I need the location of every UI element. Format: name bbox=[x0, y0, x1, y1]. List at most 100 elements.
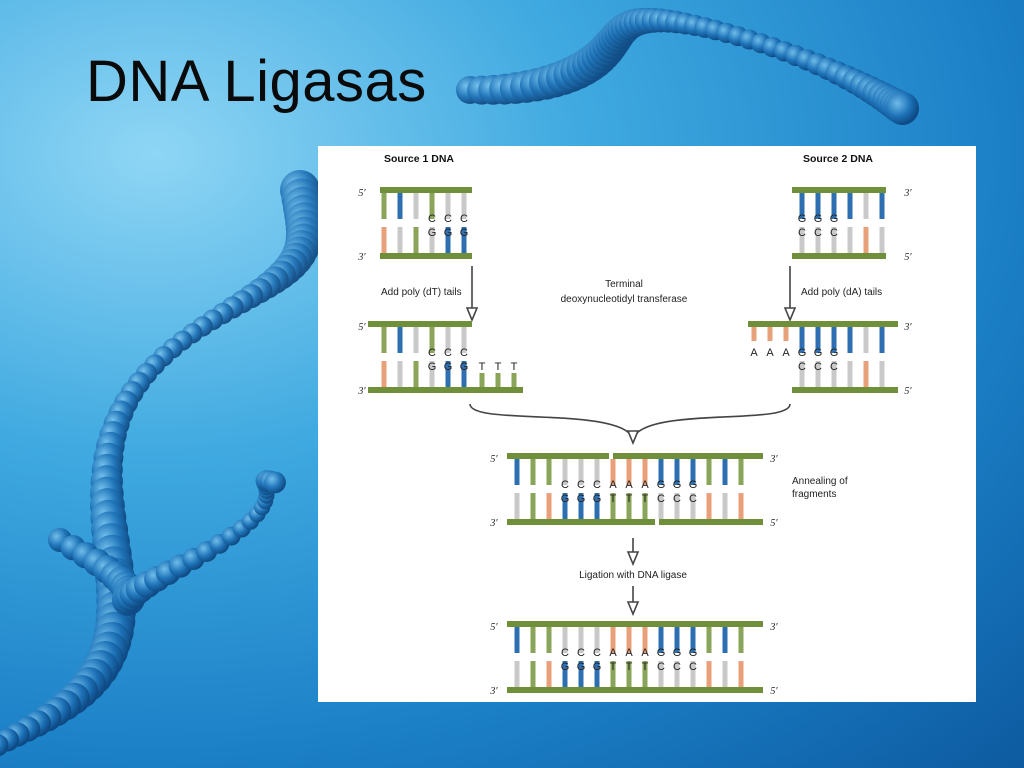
helix-bead bbox=[83, 548, 111, 577]
strand-end-label: 5′ bbox=[358, 322, 366, 333]
top-backbone bbox=[792, 187, 886, 193]
base-letter-bottom: T bbox=[642, 661, 649, 673]
base-bar-top bbox=[578, 627, 584, 653]
helix-bead bbox=[112, 583, 145, 616]
helix-bead bbox=[96, 431, 125, 461]
base-letter-top: A bbox=[625, 479, 633, 491]
dna-ligase-figure: Source 1 DNA Source 2 DNA Terminal deoxy… bbox=[318, 146, 976, 702]
strand-end-label: 3′ bbox=[357, 252, 366, 263]
helix-bead bbox=[478, 74, 509, 105]
base-letter-top: C bbox=[577, 479, 585, 491]
base-bar-top bbox=[397, 193, 403, 219]
base-bar-bottom bbox=[514, 493, 520, 519]
base-letter-top: C bbox=[593, 479, 601, 491]
helix-bead bbox=[60, 535, 86, 561]
helix-bead bbox=[604, 16, 637, 49]
arrow-merge-left bbox=[469, 403, 634, 439]
base-bar-top bbox=[767, 327, 773, 341]
helix-bead bbox=[115, 581, 146, 612]
helix-bead bbox=[537, 62, 573, 98]
base-bar-top bbox=[546, 459, 552, 485]
bottom-backbone bbox=[507, 519, 655, 525]
base-bar-bottom bbox=[413, 361, 419, 387]
bottom-backbone bbox=[380, 253, 472, 259]
base-bar-bottom bbox=[546, 493, 552, 519]
helix-bead bbox=[221, 296, 244, 319]
base-bar-bottom bbox=[831, 227, 837, 253]
helix-bead bbox=[92, 555, 122, 584]
base-bar-top bbox=[429, 193, 435, 219]
base-bar-top bbox=[738, 459, 744, 485]
base-bar-bottom bbox=[578, 661, 584, 687]
helix-bead bbox=[849, 72, 877, 99]
base-bar-top bbox=[594, 627, 600, 653]
helix-bead bbox=[258, 482, 275, 499]
base-bar-top bbox=[461, 327, 467, 353]
base-bar-bottom bbox=[642, 493, 648, 519]
base-bar-bottom bbox=[495, 373, 501, 387]
base-bar-top bbox=[706, 627, 712, 653]
base-letter-bottom: G bbox=[593, 493, 602, 505]
helix-bead bbox=[467, 75, 497, 105]
annealing-label-line2: fragments bbox=[792, 489, 836, 500]
base-bar-bottom bbox=[511, 373, 517, 387]
strand-end-label: 3′ bbox=[769, 454, 778, 465]
helix-bead bbox=[750, 33, 772, 54]
helix-bead bbox=[257, 478, 275, 496]
helix-bead bbox=[489, 73, 521, 105]
base-bar-bottom bbox=[642, 661, 648, 687]
helix-bead bbox=[581, 38, 618, 75]
base-letter-bottom: T bbox=[610, 493, 617, 505]
base-letter-top: A bbox=[766, 347, 774, 359]
helix-bead bbox=[232, 519, 251, 538]
dna-ligation-diagram: Source 1 DNA Source 2 DNA Terminal deoxy… bbox=[357, 153, 912, 697]
arrow-head-merge bbox=[626, 430, 640, 446]
base-bar-top bbox=[530, 627, 536, 653]
helix-bead bbox=[196, 541, 218, 562]
helix-bead bbox=[254, 272, 281, 299]
helix-bead bbox=[276, 248, 308, 281]
helix-bead bbox=[634, 7, 661, 34]
helix-bead bbox=[566, 49, 603, 86]
base-bar-bottom bbox=[479, 373, 485, 387]
helix-bead bbox=[82, 649, 119, 687]
base-letter-top: G bbox=[689, 479, 698, 491]
base-letter-bottom: G bbox=[428, 361, 437, 373]
base-bar-top bbox=[706, 459, 712, 485]
helix-bead bbox=[182, 323, 203, 344]
arrow-head-final bbox=[626, 601, 640, 617]
bottom-backbone bbox=[368, 387, 523, 393]
helix-bead bbox=[456, 76, 484, 104]
base-letter-top: C bbox=[561, 647, 569, 659]
source2-label: Source 2 DNA bbox=[803, 153, 873, 165]
helix-bead bbox=[144, 566, 170, 592]
base-bar-top bbox=[562, 459, 568, 485]
base-letter-bottom: C bbox=[673, 493, 681, 505]
base-letter-top: G bbox=[798, 347, 807, 359]
base-letter-bottom: G bbox=[444, 227, 453, 239]
helix-bead bbox=[601, 19, 635, 53]
top-backbone bbox=[380, 187, 472, 193]
base-bar-top bbox=[530, 459, 536, 485]
helix-bead bbox=[33, 703, 62, 732]
helix-bead bbox=[162, 338, 183, 359]
helix-bead bbox=[610, 12, 642, 43]
add-dA-label: Add poly (dA) tails bbox=[801, 287, 882, 298]
base-bar-top bbox=[863, 193, 869, 219]
base-bar-top bbox=[562, 627, 568, 653]
strand-end-label: 3′ bbox=[489, 686, 498, 697]
base-bar-top bbox=[815, 327, 821, 353]
helix-bead bbox=[247, 278, 273, 304]
bottom-backbone bbox=[507, 687, 763, 693]
base-bar-bottom bbox=[879, 361, 885, 387]
base-letter-bottom: C bbox=[830, 361, 838, 373]
strand-end-label: 5′ bbox=[358, 188, 366, 199]
strand-end-label: 3′ bbox=[357, 386, 366, 397]
helix-bead bbox=[553, 56, 589, 93]
helix-bead bbox=[0, 728, 20, 752]
base-letter-top: C bbox=[577, 647, 585, 659]
